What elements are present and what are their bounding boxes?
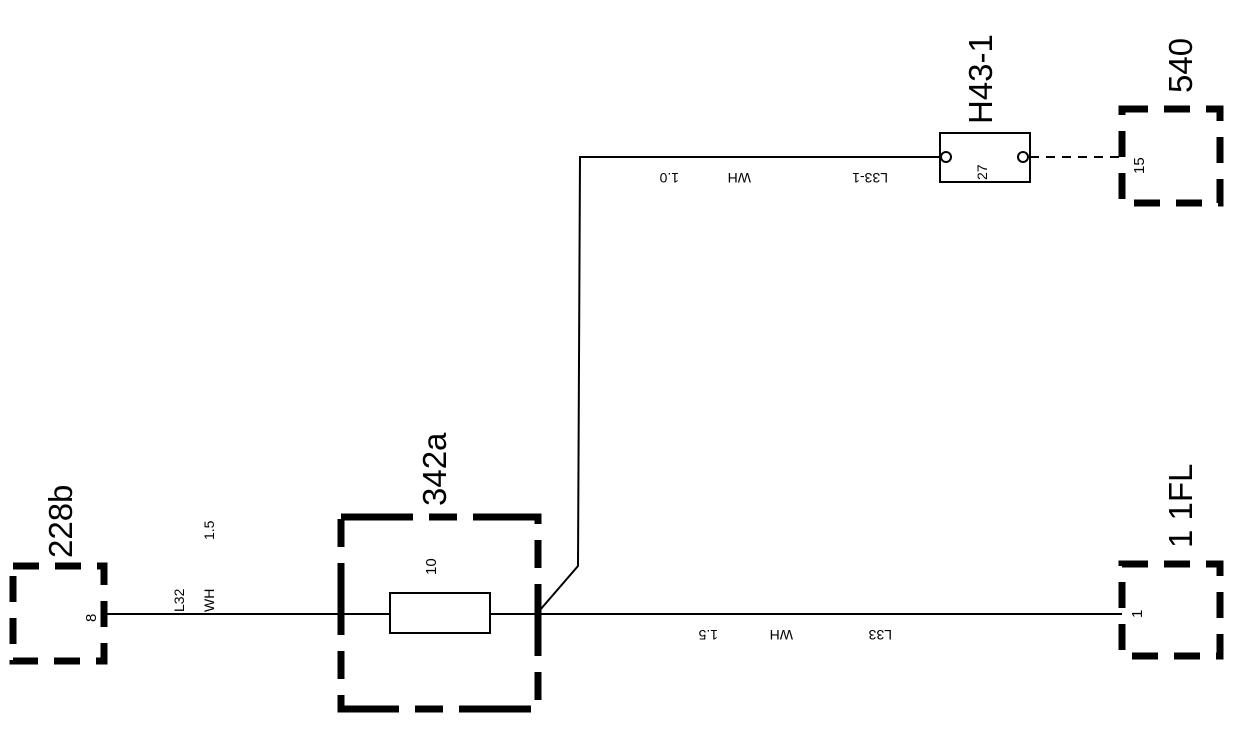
fuse-box-342a-label: 342a [416, 432, 453, 506]
component-h43-1-label: H43-1 [962, 34, 999, 124]
component-h43-1-pin: 27 [974, 164, 990, 180]
wire-l33-id: L33 [868, 627, 892, 643]
h43-1-terminal-left [940, 151, 952, 163]
fuse-number: 10 [423, 558, 440, 575]
wire-l33-1-color: WH [728, 170, 751, 186]
wire-l32-id: L32 [171, 588, 187, 612]
wire-l32-color: WH [201, 589, 217, 612]
connector-540-box [1118, 105, 1224, 207]
connector-228b-box [9, 562, 108, 665]
connector-228b-pin: 8 [83, 614, 100, 622]
connector-1fl-box [1118, 560, 1224, 660]
wire-l33-1-id: L33-1 [852, 170, 888, 186]
wire-l33-1-size: 1.0 [659, 170, 679, 186]
fuse-element [389, 592, 491, 634]
wire-l33-color: WH [770, 627, 793, 643]
connector-1fl-label: 1 1FL [1162, 464, 1199, 548]
wire-l32-size: 1.5 [201, 520, 217, 540]
fuse-box-342a [337, 513, 542, 713]
wire-l33-size: 1.5 [698, 627, 718, 643]
connector-540-pin: 15 [1131, 157, 1148, 174]
connector-228b-label: 228b [42, 485, 79, 558]
connector-540-label: 540 [1162, 38, 1199, 93]
component-h43-1-box [939, 132, 1031, 183]
connector-1fl-pin: 1 [1129, 610, 1146, 618]
h43-1-terminal-right [1017, 151, 1029, 163]
wire-l33-1 [539, 156, 940, 611]
